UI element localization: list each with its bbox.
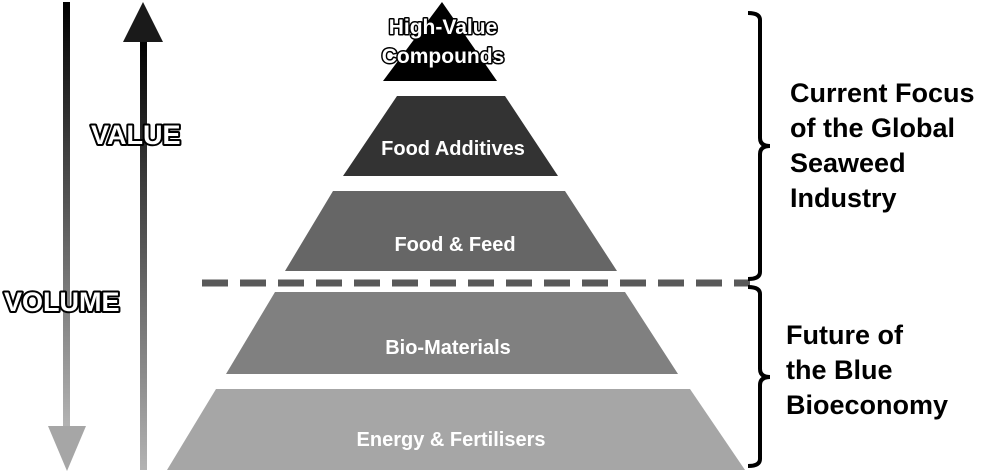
current-focus-line-2: of the Global — [790, 113, 955, 143]
tier-food-feed — [285, 191, 617, 271]
tier-label-bio-materials: Bio-Materials — [385, 337, 511, 359]
current-focus-text: Current Focus of the Global Seaweed Indu… — [790, 76, 975, 216]
bracket-current — [747, 11, 771, 281]
value-arrow — [123, 2, 163, 470]
tier-label-high-value-line2: Compounds — [382, 45, 504, 68]
tier-label-high-value-line1: High-Value — [389, 16, 498, 39]
pyramid — [167, 2, 745, 470]
current-focus-line-1: Current Focus — [790, 78, 975, 108]
bracket-future — [747, 285, 771, 468]
future-line-2: the Blue — [786, 355, 893, 385]
value-label: VALUE — [91, 120, 181, 150]
current-focus-line-4: Industry — [790, 183, 897, 213]
tier-food-additives — [343, 96, 558, 176]
future-line-3: Bioeconomy — [786, 390, 949, 420]
tier-label-energy-fertilisers: Energy & Fertilisers — [357, 429, 546, 451]
future-line-1: Future of — [786, 320, 903, 350]
tier-high-value-compounds — [383, 2, 497, 81]
future-text: Future of the Blue Bioeconomy — [786, 318, 948, 423]
tier-label-food-feed: Food & Feed — [394, 234, 515, 256]
current-focus-line-3: Seaweed — [790, 148, 906, 178]
tier-energy-fertilisers — [167, 389, 745, 470]
volume-label: VOLUME — [4, 287, 120, 317]
tier-label-food-additives: Food Additives — [381, 138, 525, 160]
tier-bio-materials — [226, 292, 678, 374]
volume-arrow — [48, 2, 86, 471]
